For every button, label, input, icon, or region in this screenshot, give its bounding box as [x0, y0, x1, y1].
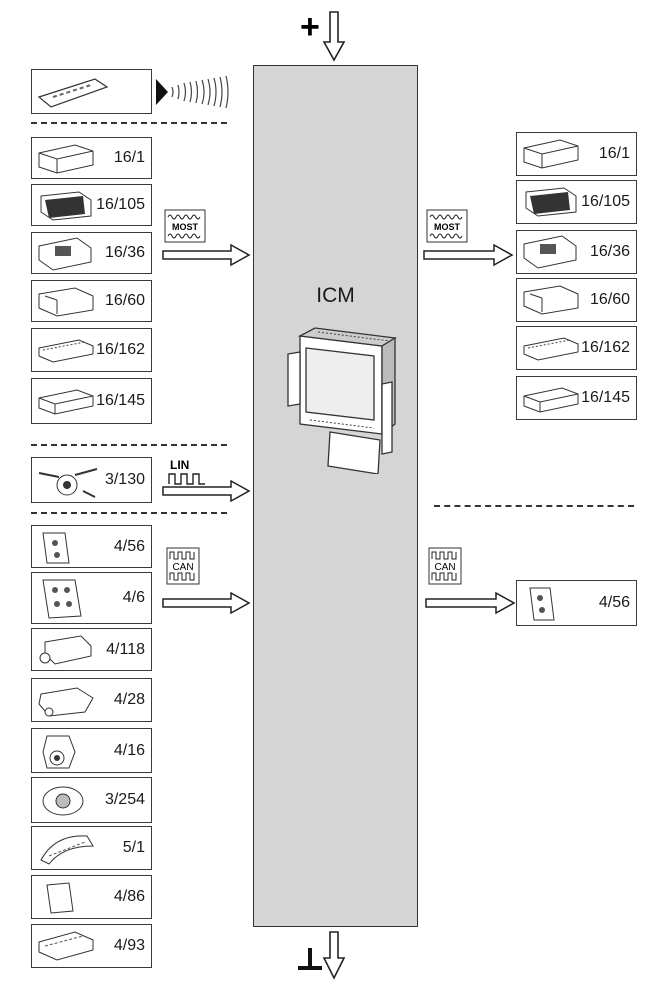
can-bus-label: CAN	[434, 562, 455, 573]
icm-unit-icon	[287, 327, 397, 474]
divider-dashed	[31, 122, 227, 124]
module-label: 16/60	[589, 291, 630, 308]
module-icon	[39, 635, 92, 665]
module-label: 4/6	[122, 589, 145, 606]
module-box: 16/1	[31, 137, 152, 179]
module-icon	[46, 882, 74, 914]
module-icon	[523, 235, 577, 269]
divider-dashed	[434, 505, 634, 507]
icm-module-block: ICM	[253, 65, 418, 927]
module-icon	[38, 144, 94, 174]
radio-signal-icon	[156, 75, 229, 109]
module-box-right: 16/60	[516, 278, 637, 322]
plus-symbol: +	[300, 8, 320, 46]
module-icon	[523, 285, 579, 315]
module-label: 16/1	[598, 145, 630, 162]
divider-dashed	[31, 444, 227, 446]
module-label: 4/93	[113, 937, 145, 954]
can-bus-icon-right: CAN	[428, 547, 462, 585]
module-icon	[42, 532, 70, 564]
remote-key-box	[31, 69, 152, 114]
module-box: 4/56	[31, 525, 152, 568]
module-box: 16/105	[31, 184, 152, 226]
module-label: 16/145	[581, 389, 630, 406]
module-label: 4/56	[113, 537, 145, 555]
module-box: 16/60	[31, 280, 152, 322]
module-label: 4/118	[106, 640, 145, 658]
module-icon	[38, 389, 94, 415]
module-icon	[38, 931, 94, 961]
module-label: 4/28	[113, 691, 145, 708]
module-box-right: 16/105	[516, 180, 637, 224]
module-box: 4/16	[31, 728, 152, 773]
module-box: 4/86	[31, 875, 152, 919]
module-box-right: 16/1	[516, 132, 637, 176]
module-box: 4/28	[31, 678, 152, 722]
module-box: 4/93	[31, 924, 152, 968]
module-icon	[38, 237, 92, 271]
module-icon	[38, 339, 94, 363]
most-bus-label: MOST	[434, 222, 461, 232]
can-bus-label: CAN	[172, 562, 193, 573]
lin-input-arrow	[162, 479, 251, 503]
module-label: 4/16	[113, 741, 145, 759]
module-label: 16/105	[96, 196, 145, 213]
module-box: 5/1	[31, 826, 152, 870]
most-bus-label: MOST	[172, 222, 199, 232]
can-input-arrow	[162, 591, 251, 615]
module-icon	[529, 587, 555, 621]
most-output-arrow	[423, 243, 514, 267]
module-label: 3/130	[104, 471, 145, 488]
module-icon	[40, 191, 92, 221]
module-label: 16/36	[104, 244, 145, 261]
module-label: 16/105	[581, 193, 630, 210]
power-supply-arrow: +	[300, 8, 346, 62]
most-bus-icon-right: MOST	[426, 209, 468, 243]
most-input-arrow	[162, 243, 251, 267]
icm-label: ICM	[316, 284, 355, 307]
module-box: 3/254	[31, 777, 152, 823]
can-output-arrow	[425, 591, 516, 615]
module-label: 16/36	[589, 243, 630, 260]
module-icon	[523, 139, 579, 169]
module-box: 16/162	[31, 328, 152, 372]
module-icon	[38, 287, 94, 317]
module-box: 16/145	[31, 378, 152, 424]
module-icon	[523, 387, 579, 413]
lin-bus-icon: LIN	[168, 458, 205, 485]
module-label: 16/60	[104, 292, 145, 309]
module-box-right: 16/145	[516, 376, 637, 420]
module-box-right: 4/56	[516, 580, 637, 626]
module-box-right: 16/162	[516, 326, 637, 370]
module-box: 4/6	[31, 572, 152, 624]
can-bus-icon: CAN	[166, 547, 200, 585]
module-label: 16/145	[96, 392, 145, 409]
module-icon	[38, 687, 94, 717]
module-label: 16/162	[96, 341, 145, 358]
steering-switch-icon	[38, 468, 98, 498]
divider-dashed	[31, 512, 227, 514]
module-icon	[525, 187, 577, 217]
most-bus-icon: MOST	[164, 209, 206, 243]
module-icon	[42, 786, 84, 816]
module-icon	[42, 579, 82, 619]
module-label: 3/254	[104, 791, 145, 808]
module-label: 16/162	[581, 339, 630, 356]
module-box: 3/130	[31, 457, 152, 503]
module-box: 16/36	[31, 232, 152, 274]
module-icon	[523, 337, 579, 361]
module-label: 4/86	[113, 888, 145, 905]
module-icon	[42, 735, 76, 769]
module-box: 4/118	[31, 628, 152, 671]
module-label: 16/1	[113, 149, 145, 166]
module-box-right: 16/36	[516, 230, 637, 274]
remote-control-icon	[37, 78, 109, 108]
lin-bus-label: LIN	[170, 458, 189, 472]
module-label: 4/56	[598, 594, 630, 611]
module-label: 5/1	[122, 839, 145, 856]
module-icon	[40, 835, 94, 865]
ground-arrow	[298, 931, 346, 980]
